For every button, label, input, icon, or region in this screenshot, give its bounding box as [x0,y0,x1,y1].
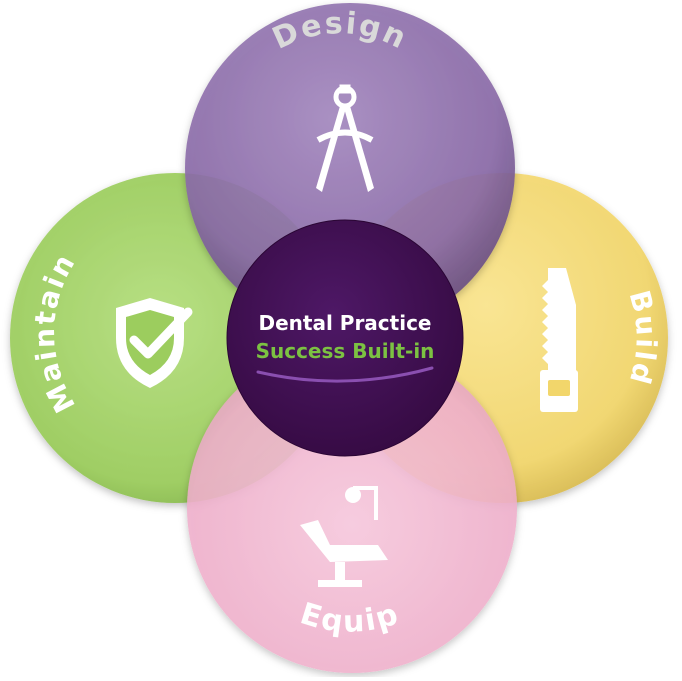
dental-chair-icon [300,486,388,587]
compass-icon [316,84,374,192]
center-title-line2: Success Built-in [256,339,435,363]
center-underline [256,366,434,383]
center-title-line1: Dental Practice [259,311,432,335]
center-hub: Dental Practice Success Built-in [226,219,464,457]
saw-icon [540,268,578,412]
shield-check-icon [116,298,193,388]
